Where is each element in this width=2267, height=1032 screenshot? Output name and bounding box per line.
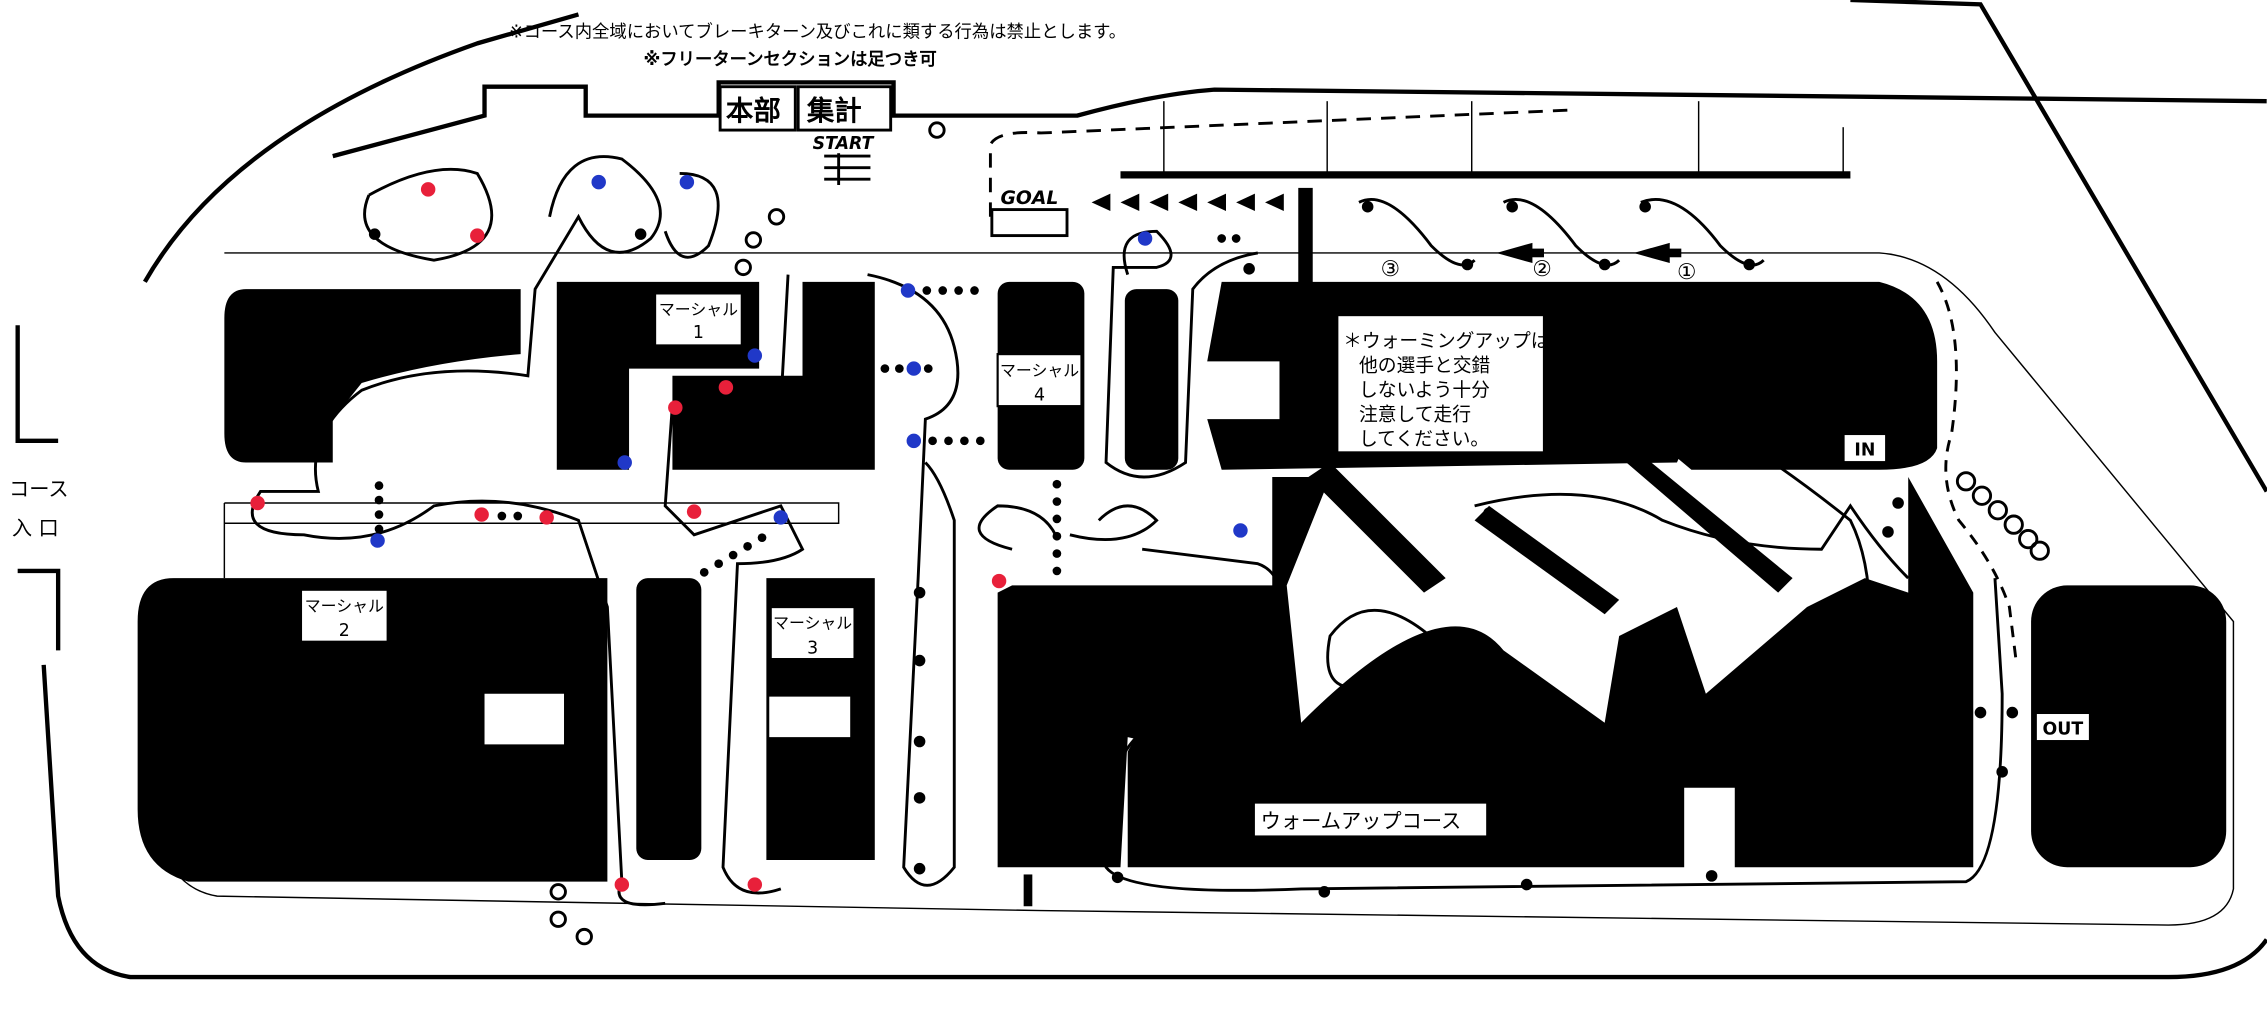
- svg-text:＊ウォーミングアップは: ＊ウォーミングアップは: [1343, 330, 1549, 352]
- in-label: IN: [1841, 432, 1888, 464]
- pylon-markers: [250, 121, 2050, 946]
- rule-note: ※コース内全域においてブレーキターン及びこれに類する行為は禁止とします。: [509, 22, 1126, 43]
- hq-building: 本部: [718, 85, 797, 132]
- svg-text:1: 1: [693, 323, 704, 343]
- svg-text:ウォームアップコース: ウォームアップコース: [1261, 809, 1462, 833]
- section-1: ①: [1677, 260, 1696, 285]
- marshal-post-2: マーシャル 2: [299, 588, 389, 643]
- start-line-icon: [824, 153, 871, 186]
- section-3: ③: [1381, 257, 1400, 282]
- warmup-note-box: ＊ウォーミングアップは 他の選手と交錯 しないよう十分 注意して走行 してくださ…: [1336, 314, 1550, 454]
- svg-text:2: 2: [339, 621, 350, 641]
- section-2: ②: [1532, 257, 1551, 282]
- course-entrance-label-2: 入 口: [12, 516, 59, 540]
- pit-straight: [988, 101, 1851, 297]
- outer-boundary: [15, 0, 2267, 980]
- tally-building: 集計: [796, 85, 893, 132]
- svg-text:マーシャル: マーシャル: [305, 596, 384, 615]
- svg-text:注意して走行: 注意して走行: [1359, 404, 1471, 426]
- svg-text:マーシャル: マーシャル: [1000, 361, 1079, 380]
- start-label: START: [813, 134, 875, 154]
- marshal-post-4: マーシャル 4: [996, 353, 1083, 408]
- goal-box: [990, 208, 1069, 238]
- marshal-post-1: マーシャル 1: [653, 292, 743, 347]
- svg-text:IN: IN: [1854, 440, 1875, 460]
- obstacle-blocks: [137, 281, 2227, 907]
- warmup-course-label: ウォームアップコース: [1254, 803, 1487, 836]
- svg-text:4: 4: [1034, 385, 1045, 405]
- svg-text:マーシャル: マーシャル: [773, 614, 852, 633]
- svg-text:しないよう十分: しないよう十分: [1359, 379, 1490, 401]
- marshal-post-3: マーシャル 3: [769, 605, 856, 661]
- out-label: OUT: [2033, 711, 2092, 743]
- svg-text:OUT: OUT: [2043, 719, 2084, 739]
- direction-arrows: [1091, 193, 1682, 264]
- svg-text:3: 3: [807, 638, 818, 658]
- svg-text:他の選手と交錯: 他の選手と交錯: [1359, 354, 1490, 376]
- svg-text:本部: 本部: [726, 95, 781, 127]
- svg-text:してください。: してください。: [1359, 429, 1489, 450]
- freeturn-note: ※フリーターンセクションは足つき可: [644, 50, 937, 70]
- freeturn-line: [223, 502, 840, 579]
- course-route: [250, 155, 2019, 907]
- inner-track-line: [158, 252, 2235, 926]
- goal-label: GOAL: [1001, 188, 1059, 209]
- svg-text:集計: 集計: [806, 95, 862, 127]
- course-entrance-label: コース: [9, 477, 69, 501]
- svg-text:マーシャル: マーシャル: [659, 300, 738, 319]
